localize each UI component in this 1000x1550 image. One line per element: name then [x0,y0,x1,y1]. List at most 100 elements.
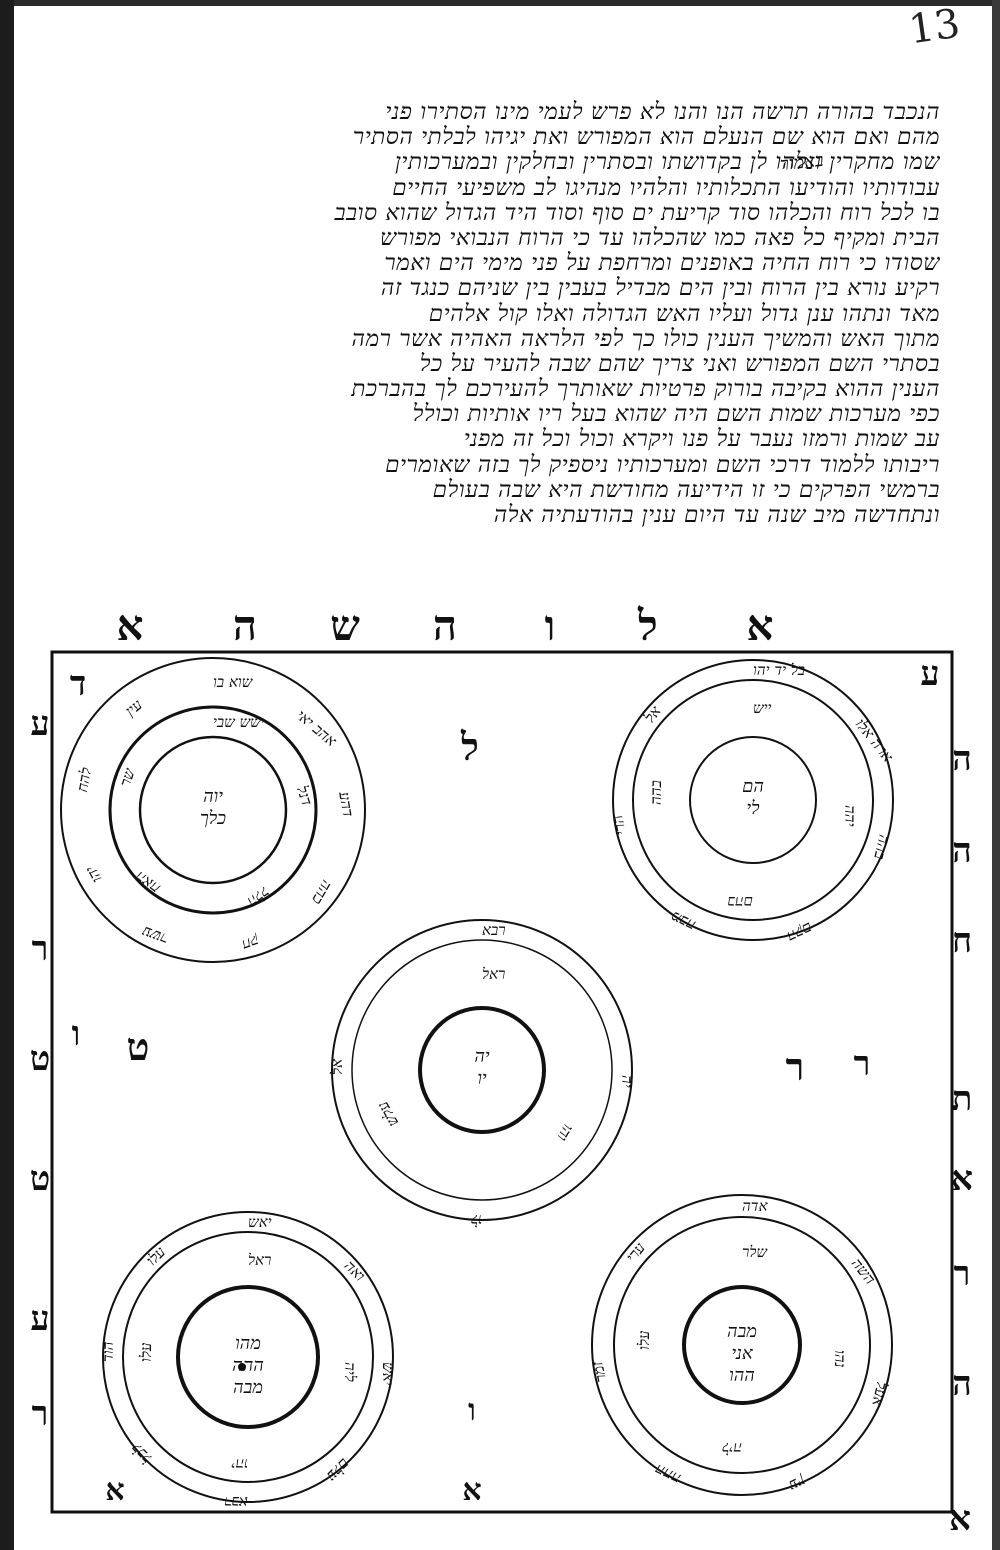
ring-word-outer: אדה [742,1197,769,1215]
ring-word-outer: עין [122,695,146,720]
inner-letter: ל [460,724,479,769]
manuscript-text: הנכבד בהורה תרשה הנו והנו לא פרש לעמי מי… [40,100,940,528]
ring-word-outer: השה [848,1255,880,1288]
top-letter: א [747,601,774,650]
ring-word-outer: שוא בו [213,673,254,691]
ring-word-inner: נהו [831,1350,849,1368]
ring-word-outer: רבא [482,921,506,939]
top-letter: א [117,601,144,650]
corner-mark: ד [70,664,86,704]
center-word: מבה [233,1377,263,1398]
ring-word-outer: לו [471,1211,482,1229]
bottom-letter: א [462,1473,481,1508]
text-line: בו לכל רוח והכלהו סוד קריעת ים סוף וסוד … [334,200,940,226]
text-line: ברמשי הפרקים כי זו הידיעה מחודשת היא שבה… [432,477,940,503]
text-line: שסודו כי רוח החיה באופנים ומרחפת על פני … [384,251,940,277]
right-letter: ר [954,1254,971,1294]
left-letter: ט [30,1039,51,1079]
corner-mark: א [949,1499,971,1539]
center-word: הם [742,776,764,797]
inner-letter: ט [127,1024,150,1069]
text-line: ונתחדשה מיב שנה עד היום ענין בהודעתיה אל… [493,503,940,528]
center-word: יה [474,1046,490,1067]
right-letter: ת [952,1079,973,1119]
ring-word-inner: בהם [728,893,753,911]
top-letter: ה [433,601,457,650]
ring-word-outer: יה [618,1075,636,1088]
ring-word-inner: ישש שבי [213,713,265,731]
ring-word-outer: בל יד יהו [753,661,805,679]
ring-word-inner: והו [553,1121,577,1144]
circle-top-left [60,657,366,963]
center-word: יוה [203,786,223,807]
scan-edge-left [0,0,14,1550]
center-word: לי [746,798,760,819]
right-letter: ח [952,921,972,961]
ring-word-outer: הרי [608,813,630,837]
ring-word-outer: יהו [82,863,106,886]
center-word: ההו [729,1365,755,1386]
ring-word-inner: ליה [722,1439,742,1457]
text-line: הענין ההוא בקיבה בורוק פרטיות שאותרך להע… [351,377,940,403]
ring-word-inner: יהו [231,1455,248,1473]
left-letter: ע [30,704,49,744]
right-letter: ה [952,1364,972,1404]
text-line: רקיע נורא בין הרוח ובין הים מבדיל בעבין … [380,276,940,302]
circle-middle [331,919,633,1221]
ring-word-outer: זמר [588,1359,610,1384]
ring-word-inner: בהה [647,780,665,805]
text-line: בסתרי השם המפורש ואני צריך שהם שבה להעיר… [419,351,940,377]
ring-word-inner: שלר [742,1243,768,1261]
ring-word-inner: ראל [482,965,505,983]
right-letter: ר [854,1044,871,1084]
ring-word-inner: יהה [841,805,859,827]
text-line: ריבותו ללמוד דרכי השם ומערכותיו ניספיק ל… [385,452,940,478]
ring-word-inner: עלו [635,1330,653,1350]
text-line: הבית ומקיף כל פאה כמו שהכלהו עד כי הרוח … [379,225,940,251]
text-line: מתוך האש והמשיך הענין כולו כך לפי הלראה … [351,326,940,352]
ring-word-outer: אהב יאי [293,706,341,750]
center-word: כלך [200,808,226,829]
inner-letter: ר [786,1044,805,1089]
text-line: כפי מערכות שמות השם היה שהוא בעל ריו אות… [412,402,940,428]
ring-word-outer: אעל [868,1380,891,1409]
ring-word-inner: ייש [753,699,772,717]
text-line: מהם ואם הוא שם הנעלם הוא המפורש ואת יגיה… [352,125,940,151]
text-line: עבודותיו והודיעו התכלותיו והלהיו מנהיגו … [392,175,940,201]
ring-word-outer: יאש [248,1213,272,1231]
top-letter: ש [330,601,360,650]
corner-mark: ע [920,654,939,694]
ring-word-outer: עין [785,1472,808,1495]
text-line: הנכבד בהורה תרשה הנו והנו לא פרש לעמי מי… [385,100,940,125]
ring-word-outer: הקם [784,918,816,946]
ring-word-inner: עלש [373,1098,402,1130]
circle-top-right [612,659,894,941]
bottom-letter: ו [468,1393,476,1428]
ring-word-inner: דנל [293,783,316,807]
ring-word-outer: רבא [224,1493,248,1511]
left-letter: ר [32,1394,49,1434]
ring-word-outer: להח [73,766,95,793]
ring-word-outer: ואה [341,1257,369,1285]
ring-word-outer: עלו [143,1243,170,1270]
ring-word-outer: יאש [379,1362,397,1386]
top-letter: ה [233,601,257,650]
right-letter: ה [952,831,972,871]
text-line: שמו מחקרין ונלהו לן בקדושתו ובסתרין ובחל… [395,150,940,176]
ring-word-outer: מבה [668,908,698,935]
center-word: מבה [727,1321,757,1342]
ring-word-outer: בהה [870,833,893,861]
ring-word-inner: ראל [248,1251,271,1269]
ring-word-outer: חק [239,932,261,955]
center-word: ההה [232,1355,264,1376]
ring-word-outer: דהע [335,789,357,818]
center-word: יו [477,1068,487,1089]
ring-word-inner: האח [131,867,163,897]
text-line: עב שמות ורמזו נעבר על פנו ויקרא וכול וכל… [463,427,940,453]
center-word: מהו [235,1333,261,1354]
scan-edge-right [992,0,1000,1550]
ring-word-inner: עלו [137,1342,155,1362]
left-letter: ו [72,1014,81,1054]
